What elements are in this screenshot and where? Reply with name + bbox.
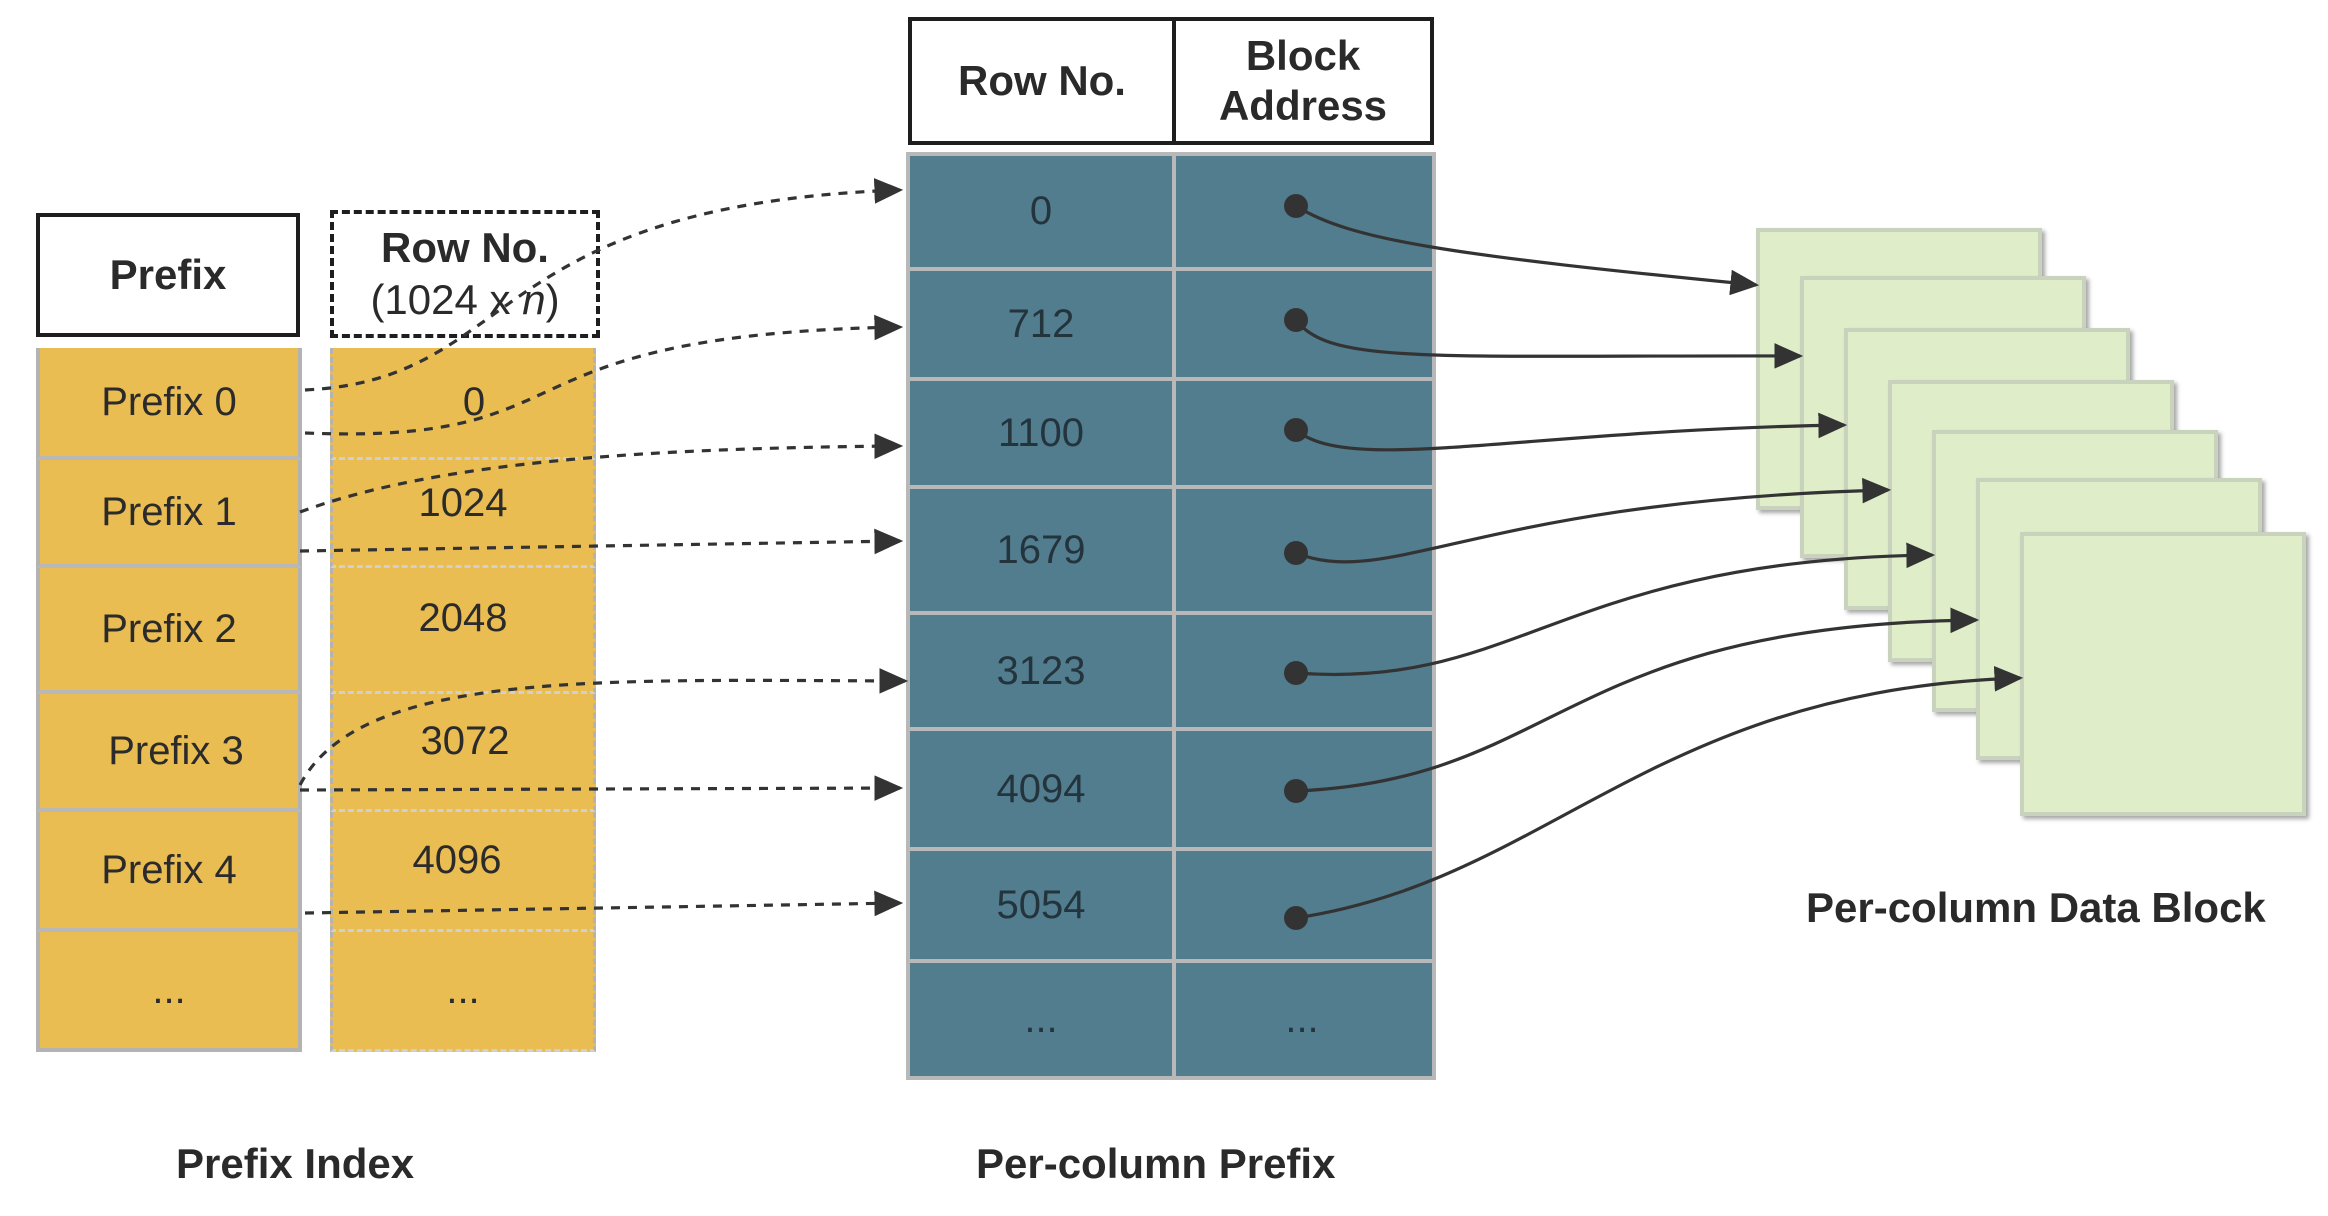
arrow-address2-to-block3 xyxy=(1294,412,1848,452)
row-number-cell-2: 2048 xyxy=(330,568,596,694)
per-column-header-block-address: Block Address xyxy=(1218,31,1388,129)
address-dot-4 xyxy=(1284,661,1308,685)
per-column-row-2: 1100 xyxy=(910,381,1432,489)
arrow-address4-to-block5 xyxy=(1295,542,1936,677)
per-column-prefix-caption: Per-column Prefix xyxy=(976,1140,1336,1187)
address-dot-0 xyxy=(1284,194,1308,218)
row-number-cell-more: ... xyxy=(330,932,596,1052)
dashed-arrow-prefix0-to-row1 xyxy=(304,314,904,436)
per-column-header-rowno: Row No. xyxy=(912,21,1176,141)
address-dot-3 xyxy=(1284,541,1308,565)
prefix-index-caption: Prefix Index xyxy=(176,1140,415,1187)
prefix-cell-more: ... xyxy=(36,932,302,1052)
dashed-arrow-prefix4-to-row6 xyxy=(304,890,904,917)
arrow-address0-to-block1 xyxy=(1295,204,1760,296)
arrow-address3-to-block4 xyxy=(1295,477,1892,564)
address-dot-1 xyxy=(1284,308,1308,332)
dashed-arrow-prefix3-to-row5 xyxy=(299,775,904,801)
data-block-7 xyxy=(2020,532,2306,816)
prefix-header: Prefix xyxy=(36,213,300,337)
per-column-divider xyxy=(1172,156,1176,1076)
prefix-cell-3: Prefix 3 xyxy=(36,694,302,812)
address-dot-6 xyxy=(1284,906,1308,930)
prefix-cell-2: Prefix 2 xyxy=(36,568,302,694)
per-column-row-5: 4094 xyxy=(910,731,1432,851)
per-column-row-3: 1679 xyxy=(910,489,1432,615)
row-number-cell-3: 3072 xyxy=(330,694,596,812)
prefix-header-label: Prefix xyxy=(109,251,227,298)
per-column-row-more: ... ... xyxy=(1024,997,1319,1041)
per-column-row-0: 0 xyxy=(910,156,1432,271)
per-column-prefix-table: 0 712 1100 1679 3123 4094 5054 ... ... xyxy=(906,152,1436,1080)
per-column-row-1: 712 xyxy=(910,271,1432,381)
per-column-row-6: 5054 xyxy=(910,851,1432,963)
address-dot-5 xyxy=(1284,779,1308,803)
row-number-header-formula: (1024 x n) xyxy=(370,276,560,323)
dashed-arrow-prefix3-to-row4 xyxy=(298,668,909,786)
row-number-header-label: Row No. xyxy=(381,223,549,271)
address-dot-2 xyxy=(1284,418,1308,442)
arrow-address1-to-block2 xyxy=(1294,319,1804,369)
data-block-caption: Per-column Data Block xyxy=(1806,884,2266,931)
arrow-address6-to-block7 xyxy=(1295,666,2024,920)
dashed-arrow-prefix1-to-row3 xyxy=(299,528,904,555)
prefix-cell-1: Prefix 1 xyxy=(36,460,302,568)
arrow-address5-to-block6 xyxy=(1295,607,1980,793)
row-number-cell-0: 0 xyxy=(330,348,596,460)
per-column-row-4: 3123 xyxy=(910,615,1432,731)
per-column-header: Row No. Block Address xyxy=(908,17,1434,145)
prefix-cell-0: Prefix 0 xyxy=(36,348,302,460)
prefix-cell-4: Prefix 4 xyxy=(36,812,302,932)
dashed-arrow-prefix0-to-row0 xyxy=(304,178,904,392)
dashed-arrow-prefix1-to-row2 xyxy=(299,433,904,514)
